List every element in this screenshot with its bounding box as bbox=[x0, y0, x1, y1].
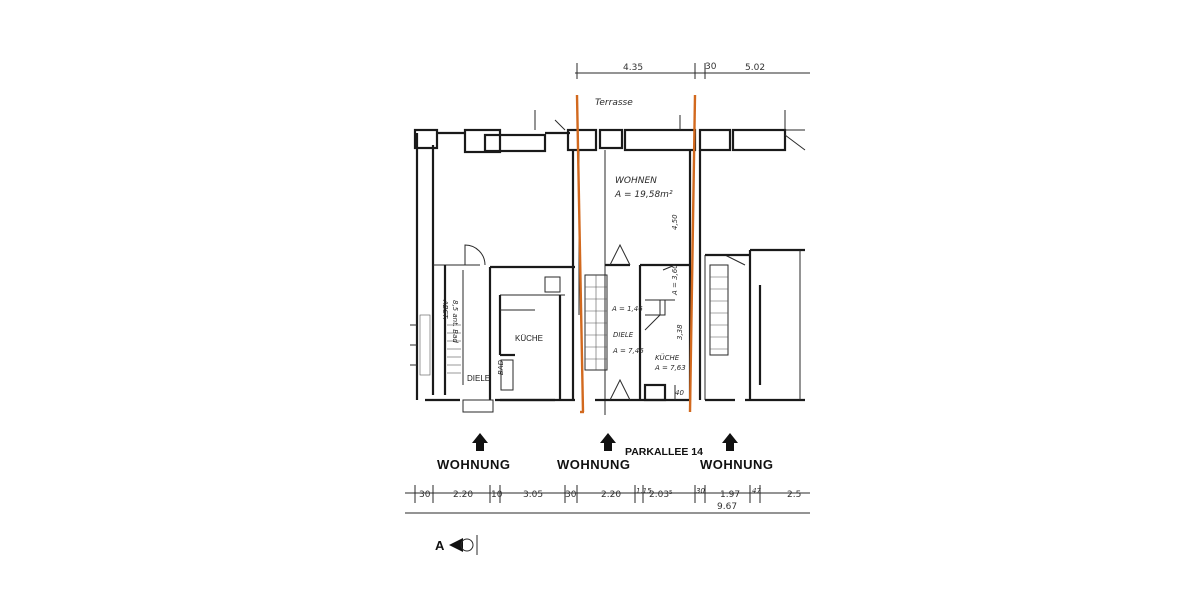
dimension-bottom-9: 30 bbox=[696, 487, 705, 495]
stair-note-left-2: ABST. bbox=[441, 299, 449, 320]
dimension-top-1: 4.35 bbox=[623, 63, 643, 73]
entrance-arrow-left bbox=[472, 433, 488, 451]
apartment-label-left: WOHNUNG bbox=[437, 457, 511, 472]
room-area-kitchen-center: A = 7,63 bbox=[654, 364, 686, 372]
dimension-bottom-10: 1.97 bbox=[720, 490, 740, 500]
entrance-arrow-right bbox=[722, 433, 738, 451]
entrance-frame-left bbox=[462, 398, 555, 413]
center-stair bbox=[584, 274, 608, 371]
dimension-bottom-12: 2.5 bbox=[787, 490, 801, 500]
apartment-label-right: WOHNUNG bbox=[700, 457, 774, 472]
dimension-bottom-3: 10 bbox=[491, 490, 503, 500]
bottom-dimension-line: 30 2.20 10 3.05 30 2.20 1.15 2.03⁵ 30 1.… bbox=[405, 485, 810, 514]
dimension-bottom-5: 30 bbox=[565, 490, 577, 500]
room-dim-kitchen-center: 3,38 bbox=[676, 324, 684, 340]
dimension-bottom-2: 2.20 bbox=[453, 490, 473, 500]
dimension-top-3: 5.02 bbox=[745, 63, 765, 73]
unit-boundary-left-line bbox=[575, 94, 585, 413]
entrance-arrow-center bbox=[600, 433, 616, 451]
floor-plan-sheet: 4.35 30 5.02 Terrasse bbox=[405, 55, 810, 565]
room-height-living: 4,50 bbox=[671, 214, 679, 230]
room-area-living: A = 19,58m² bbox=[614, 190, 673, 200]
dimension-small: 40 bbox=[675, 389, 684, 397]
apartment-label-center: WOHNUNG bbox=[557, 457, 631, 472]
dimension-bottom-1: 30 bbox=[419, 490, 431, 500]
room-label-kitchen-left: KÜCHE bbox=[515, 334, 543, 343]
dimension-bottom-4: 3.05 bbox=[523, 490, 543, 500]
right-unit-walls bbox=[698, 150, 805, 402]
room-area-hall-center: A = 7,46 bbox=[612, 347, 644, 355]
room-area-small: A = 1,46 bbox=[611, 305, 643, 313]
stair-note-left: 8,5 ant. Bad bbox=[451, 300, 459, 343]
room-label-hall-left: DIELE bbox=[467, 374, 490, 383]
top-dimension-line: 4.35 30 5.02 bbox=[575, 62, 810, 79]
room-label-hall-center: DIELE bbox=[613, 331, 634, 339]
dimension-bottom-8: 2.03⁵ bbox=[649, 490, 673, 500]
left-unit-walls bbox=[410, 133, 580, 402]
dimension-bottom-11: 47 bbox=[752, 487, 761, 495]
room-label-living: WOHNEN bbox=[615, 176, 657, 186]
dimension-top-2: 30 bbox=[705, 62, 717, 72]
floor-plan-drawing: 4.35 30 5.02 Terrasse bbox=[405, 62, 810, 555]
room-label-bath-left: BAD bbox=[497, 359, 505, 375]
rear-wall bbox=[413, 110, 806, 154]
dimension-bottom-6: 2.20 bbox=[601, 490, 621, 500]
room-area-bath-center: A = 3,60 bbox=[671, 264, 679, 296]
room-label-kitchen-center: KÜCHE bbox=[655, 353, 680, 362]
section-marker: A bbox=[435, 535, 478, 555]
section-marker-label: A bbox=[435, 538, 445, 553]
address-label: PARKALLEE 14 bbox=[625, 446, 703, 458]
dimension-bottom-7: 1.15 bbox=[636, 487, 652, 495]
unit-boundary-right-line bbox=[688, 94, 697, 413]
left-stair bbox=[447, 324, 461, 374]
dimension-total: 9.67 bbox=[717, 502, 737, 512]
terrace-label: Terrasse bbox=[595, 98, 633, 108]
